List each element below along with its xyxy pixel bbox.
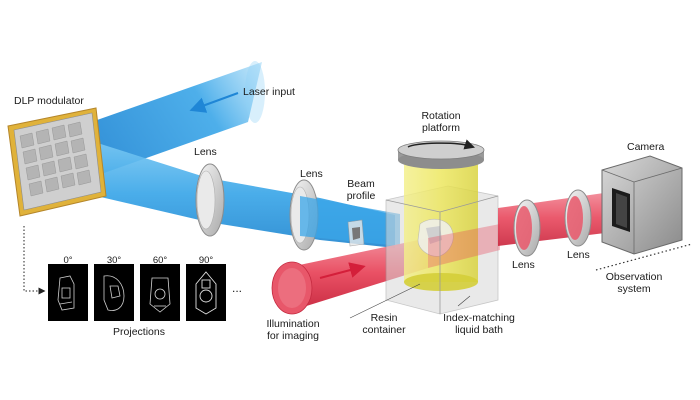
projection-angle-label: 90° — [198, 255, 214, 266]
projection-image-90 — [186, 264, 226, 321]
illumination-beam-through — [428, 224, 500, 268]
lens-4-label: Lens — [567, 249, 590, 261]
lens-4 — [564, 189, 592, 247]
projection-angle-label: 60° — [152, 255, 168, 266]
observation-system-label-line-2: system — [617, 283, 651, 295]
resin-container-label-line-1: Resin — [370, 312, 398, 324]
laser-input-beam — [80, 61, 265, 178]
illumination-label-line-1: Illumination — [266, 318, 320, 330]
illumination-direction-arrow — [319, 262, 366, 279]
projections-ellipsis: ... — [232, 281, 243, 295]
rotation-platform-label-line-1: Rotation — [421, 110, 461, 122]
camera-label: Camera — [627, 141, 665, 153]
projection-angle-label: 0° — [63, 255, 73, 266]
beam-profile-label-line-1: Beam — [347, 178, 375, 190]
illumination-label-line-2: for imaging — [267, 330, 319, 342]
dlp-modulator-label: DLP modulator — [14, 95, 84, 107]
index-matching-label-line-2: liquid bath — [455, 324, 503, 336]
rotation-platform-label-line-2: platform — [422, 122, 460, 134]
lens-2-label: Lens — [300, 168, 323, 180]
beam-profile-label-line-2: profile — [346, 190, 376, 202]
projection-image-60 — [140, 264, 180, 321]
projection-image-0 — [48, 264, 88, 321]
projection-image-30 — [94, 264, 134, 321]
projections-connector — [23, 226, 46, 295]
resin-container — [404, 150, 478, 291]
projection-angle-label: 30° — [106, 255, 122, 266]
index-matching-label-line-1: Index-matching — [443, 312, 515, 324]
beam-profile — [347, 219, 365, 247]
leader-lines — [349, 283, 471, 319]
lens-1-label: Lens — [194, 146, 217, 158]
lens-3-label: Lens — [512, 259, 535, 271]
resin-container-label-line-2: container — [362, 324, 406, 336]
laser-direction-arrow — [189, 92, 239, 113]
dlp-modulator — [7, 107, 107, 217]
laser-input-label: Laser input — [243, 86, 295, 98]
lens-3 — [513, 199, 541, 257]
camera — [601, 155, 683, 255]
bath-front-edges — [385, 195, 499, 314]
projections-label: Projections — [113, 326, 165, 338]
rotation-platform — [397, 139, 485, 169]
observation-system-label-line-1: Observation — [605, 271, 663, 283]
lens-1 — [195, 163, 225, 237]
observation-system-line — [595, 243, 693, 271]
projection-beam-segment — [300, 196, 400, 246]
